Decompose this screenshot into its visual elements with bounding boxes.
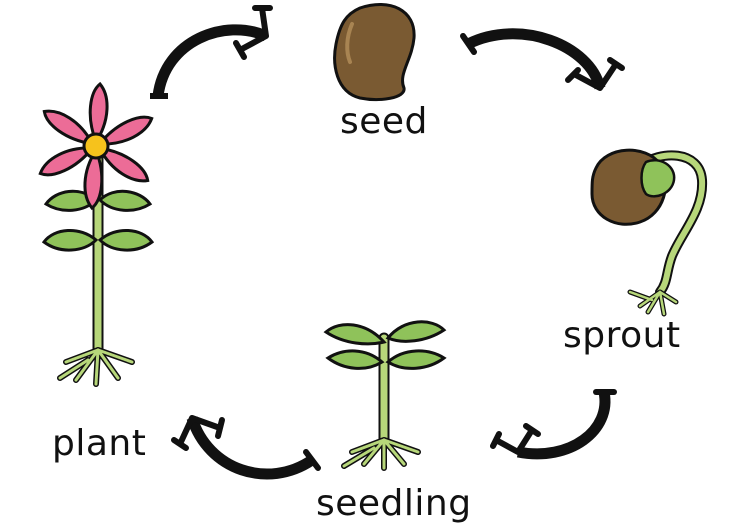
stage-label-seedling: seedling <box>316 483 472 524</box>
arrow-seedling-to-plant <box>171 415 321 480</box>
stage-label-seed: seed <box>340 101 428 142</box>
flower-center <box>82 132 110 160</box>
arrow-plant-to-seed <box>150 5 273 99</box>
seed-illustration <box>333 3 416 102</box>
stage-label-plant: plant <box>52 423 147 464</box>
seedling-illustration <box>323 320 447 471</box>
stage-label-sprout: sprout <box>563 315 681 356</box>
arrow-seed-to-sprout <box>460 28 625 91</box>
sprout-illustration <box>590 148 708 317</box>
arrow-sprout-to-seedling <box>490 389 617 460</box>
flower-head <box>38 81 154 211</box>
plant-illustration <box>38 81 155 387</box>
